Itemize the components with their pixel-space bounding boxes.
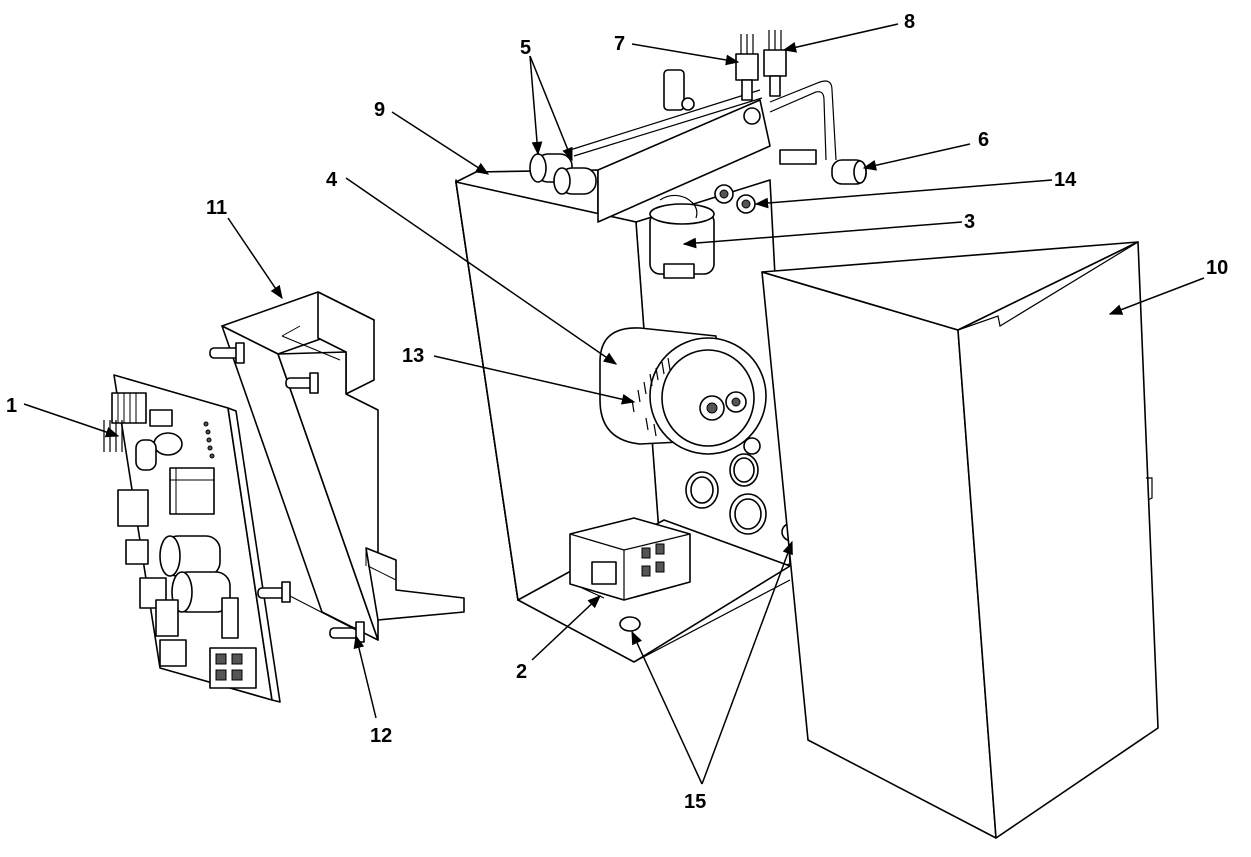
pressure-switch-left: [735, 34, 759, 101]
leader-5b: [529, 55, 573, 162]
standoff-screws: [209, 342, 365, 643]
relay-bracket: [569, 517, 691, 601]
callout-10: 10: [1206, 257, 1228, 279]
leader-2: [531, 595, 601, 661]
callout-3: 3: [964, 211, 975, 233]
leader-15a: [631, 630, 703, 785]
leader-13: [433, 355, 636, 405]
leader-12: [353, 634, 377, 719]
board-connector-bottom: [159, 639, 187, 667]
board-transformer: [169, 467, 215, 515]
standoff: [257, 581, 291, 603]
board-fuse-block: [155, 599, 179, 637]
callout-11: 11: [206, 197, 227, 219]
standoff: [285, 372, 319, 394]
sensor-pipe: [769, 80, 867, 185]
callout-4: 4: [326, 169, 338, 191]
callout-12: 12: [370, 725, 392, 747]
callout-7: 7: [614, 33, 625, 55]
callout-9: 9: [374, 99, 385, 121]
leader-1: [23, 403, 120, 438]
leader-15b: [701, 540, 793, 785]
board-terminal: [125, 539, 149, 565]
board-led-row: [203, 421, 215, 459]
board-capacitor-small: [153, 432, 183, 456]
panel-knockouts: [685, 437, 767, 535]
leader-6: [862, 143, 971, 171]
callout-14: 14: [1054, 169, 1077, 191]
grommets: [714, 184, 756, 214]
callout-labels: 1 2 3 4 5 6 7 8 9 10 11 12 13 14 15: [6, 11, 1228, 813]
leader-7: [631, 43, 740, 66]
board-relay: [117, 489, 149, 527]
leader-11: [227, 217, 283, 300]
tube-fitting-pair: [529, 89, 763, 195]
callout-15: 15: [684, 791, 706, 813]
pressure-switch-right: [763, 30, 787, 97]
leader-14: [754, 179, 1053, 209]
standoff: [329, 621, 365, 643]
board-connector-pins: [103, 392, 173, 452]
leader-9: [391, 111, 490, 175]
capacitor-terminals: [699, 391, 747, 421]
callout-2: 2: [516, 661, 527, 683]
leader-8: [782, 23, 899, 53]
callout-1: 1: [6, 395, 17, 417]
callout-13: 13: [402, 345, 424, 367]
motor-assembly: [599, 327, 767, 455]
board-mounting-bracket: [221, 291, 465, 641]
leader-10: [1108, 277, 1205, 315]
control-circuit-board: [103, 374, 281, 703]
leader-lines: [23, 23, 1205, 785]
board-fuse: [221, 597, 239, 639]
solenoid-coil: [649, 194, 715, 279]
leader-4: [345, 177, 618, 365]
leader-5a: [529, 55, 543, 156]
callout-5: 5: [520, 37, 531, 59]
leader-3: [682, 221, 963, 249]
board-plug: [209, 647, 257, 689]
board-cylinder-part: [135, 439, 157, 471]
callout-8: 8: [904, 11, 915, 33]
callout-6: 6: [978, 129, 989, 151]
cabinet-cover: [761, 241, 1159, 839]
motor-vent-slots: [631, 357, 671, 437]
standoff: [209, 342, 245, 364]
board-capacitors: [159, 535, 231, 613]
relay-sockets: [641, 543, 665, 577]
